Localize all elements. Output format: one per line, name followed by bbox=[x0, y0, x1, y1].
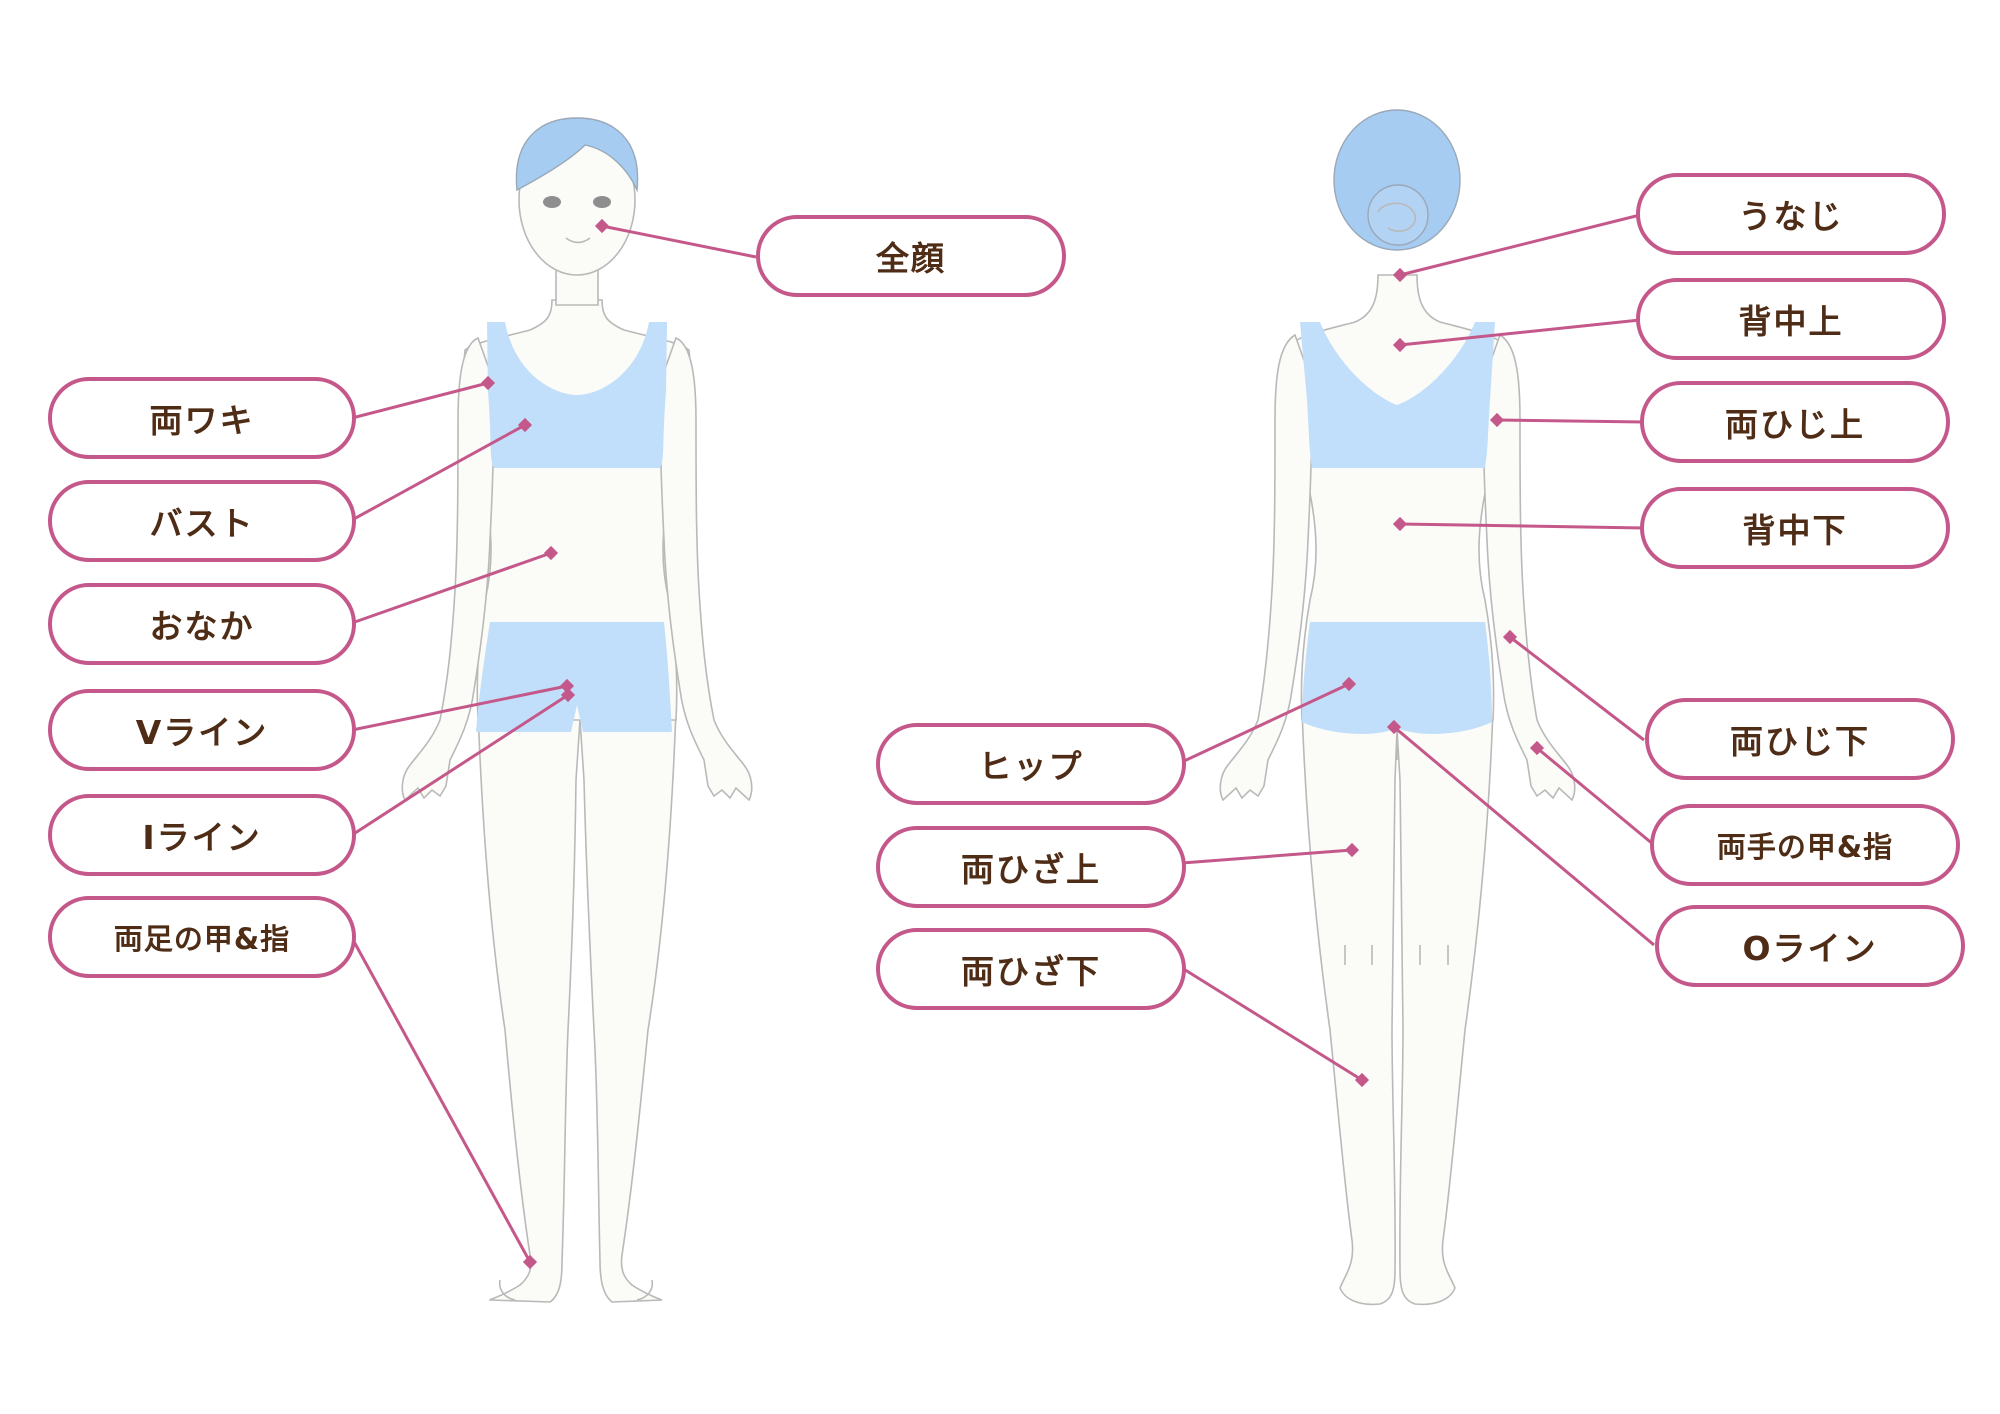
marker-upper-knee bbox=[1344, 842, 1360, 858]
label-lower-elbow[interactable]: 両ひじ下 bbox=[1645, 698, 1955, 780]
back-knee-creases bbox=[1344, 945, 1449, 965]
marker-lower-back bbox=[1392, 516, 1408, 532]
back-shorts bbox=[1302, 622, 1492, 734]
connector-vline bbox=[351, 684, 568, 732]
connector-belly bbox=[351, 551, 552, 625]
marker-underarm bbox=[480, 375, 496, 391]
connector-face bbox=[601, 224, 757, 259]
marker-face bbox=[594, 218, 610, 234]
label-feet[interactable]: 両足の甲&指 bbox=[48, 896, 356, 978]
label-lower-knee[interactable]: 両ひざ下 bbox=[876, 928, 1186, 1010]
front-right-arm bbox=[659, 336, 753, 802]
marker-iline bbox=[560, 687, 576, 703]
connectors bbox=[350, 213, 1655, 1270]
connector-iline bbox=[351, 693, 569, 837]
connector-lower-elbow bbox=[1509, 635, 1645, 742]
marker-lower-knee bbox=[1354, 1072, 1370, 1088]
marker-upper-back bbox=[1392, 337, 1408, 353]
connector-hip bbox=[1181, 682, 1350, 764]
connector-upper-back bbox=[1399, 318, 1641, 347]
connector-hands bbox=[1536, 746, 1655, 847]
back-right-arm bbox=[1482, 333, 1576, 802]
marker-nape bbox=[1392, 267, 1408, 283]
front-bra bbox=[487, 322, 667, 468]
marker-oline bbox=[1386, 719, 1402, 735]
front-left-foot-detail bbox=[498, 1279, 516, 1301]
back-legs bbox=[1301, 709, 1494, 1306]
marker-vline bbox=[559, 678, 575, 694]
back-hair-bun bbox=[1367, 184, 1429, 246]
label-hands[interactable]: 両手の甲&指 bbox=[1650, 804, 1960, 886]
marker-bust bbox=[517, 417, 533, 433]
back-bun-detail bbox=[1377, 202, 1416, 232]
label-lower-back[interactable]: 背中下 bbox=[1640, 487, 1950, 569]
connector-lower-back bbox=[1399, 522, 1645, 530]
label-bust[interactable]: バスト bbox=[48, 480, 356, 562]
connector-oline bbox=[1393, 725, 1655, 947]
connector-underarm bbox=[351, 381, 489, 420]
connector-nape bbox=[1399, 213, 1641, 277]
connector-bust bbox=[351, 423, 526, 522]
front-right-eye bbox=[593, 196, 611, 208]
marker-hands bbox=[1529, 740, 1545, 756]
back-bra bbox=[1300, 322, 1495, 468]
marker-belly bbox=[543, 545, 559, 561]
label-upper-elbow[interactable]: 両ひじ上 bbox=[1640, 381, 1950, 463]
front-left-eye bbox=[543, 196, 561, 208]
label-hip[interactable]: ヒップ bbox=[876, 723, 1186, 805]
label-belly[interactable]: おなか bbox=[48, 583, 356, 665]
front-hair bbox=[515, 117, 639, 193]
label-upper-knee[interactable]: 両ひざ上 bbox=[876, 826, 1186, 908]
connector-feet bbox=[350, 937, 532, 1263]
marker-feet bbox=[522, 1254, 538, 1270]
label-face[interactable]: 全顔 bbox=[756, 215, 1066, 297]
connector-upper-elbow bbox=[1496, 418, 1645, 424]
label-iline[interactable]: Iライン bbox=[48, 794, 356, 876]
marker-upper-elbow bbox=[1489, 412, 1505, 428]
back-left-arm bbox=[1219, 333, 1313, 802]
front-shorts bbox=[476, 622, 672, 732]
label-nape[interactable]: うなじ bbox=[1636, 173, 1946, 255]
front-legs bbox=[477, 709, 677, 1303]
label-vline[interactable]: Vライン bbox=[48, 689, 356, 771]
marker-lower-elbow bbox=[1502, 629, 1518, 645]
label-underarm[interactable]: 両ワキ bbox=[48, 377, 356, 459]
front-right-foot-detail bbox=[636, 1279, 654, 1301]
label-oline[interactable]: Oライン bbox=[1655, 905, 1965, 987]
marker-hip bbox=[1341, 676, 1357, 692]
front-mouth bbox=[565, 237, 591, 244]
back-figure bbox=[1219, 109, 1576, 1306]
connector-upper-knee bbox=[1181, 848, 1353, 865]
connector-lower-knee bbox=[1181, 966, 1363, 1082]
label-upper-back[interactable]: 背中上 bbox=[1636, 278, 1946, 360]
